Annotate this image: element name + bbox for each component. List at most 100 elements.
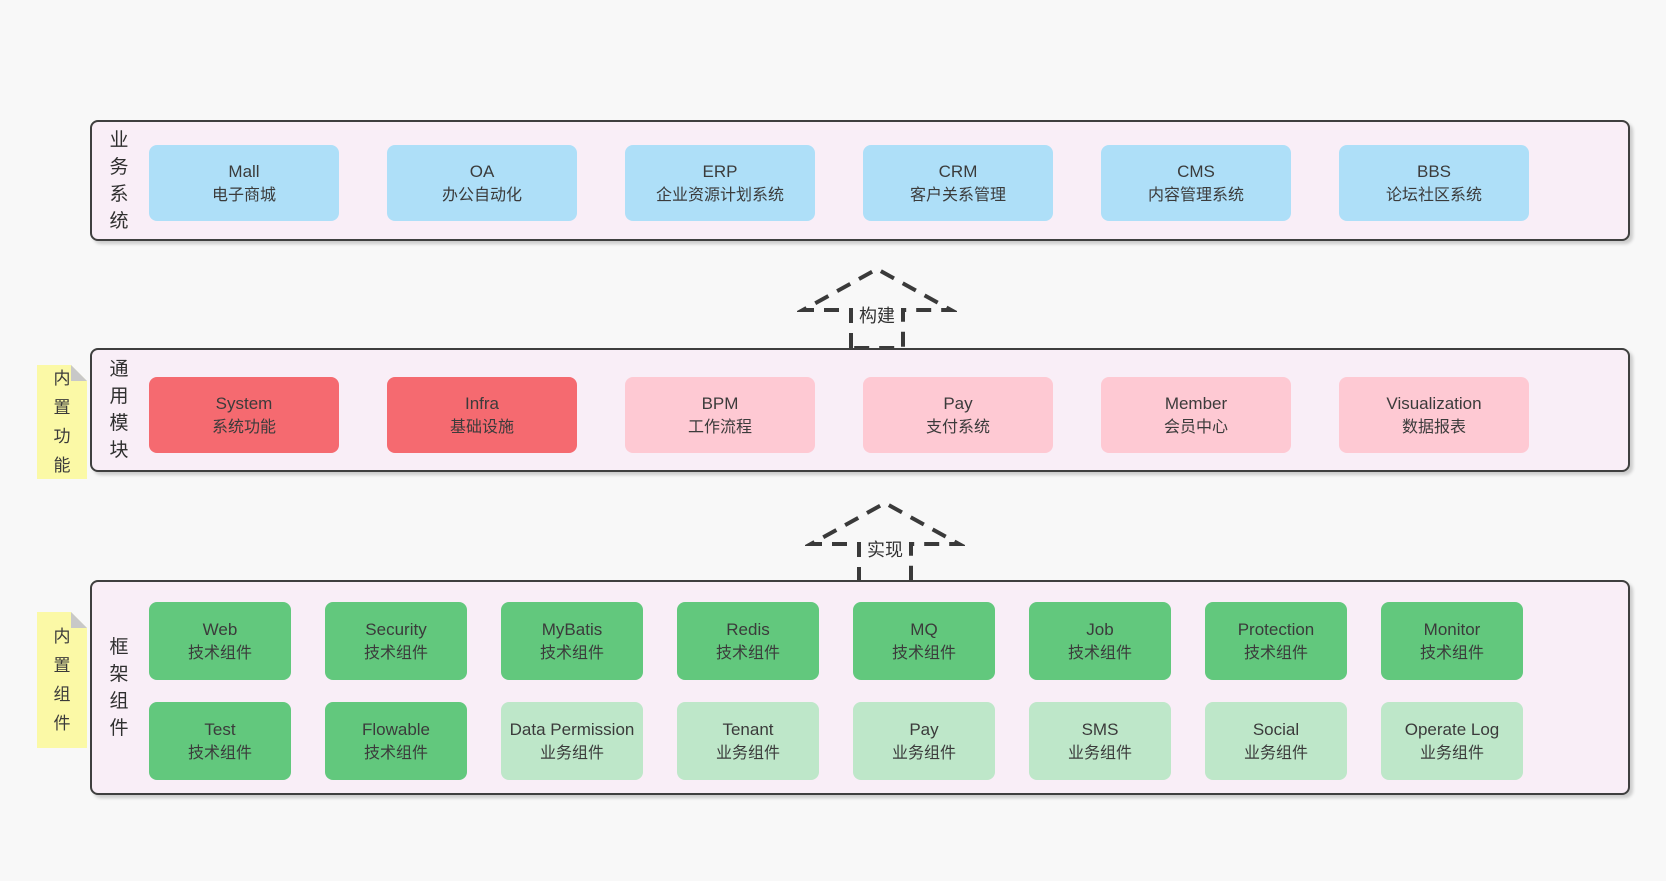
box-mall-zh: 电子商城 — [211, 186, 276, 204]
box-pay-component-zh: 业务组件 — [891, 744, 956, 762]
arrow-build-label: 构建 — [856, 305, 898, 327]
box-web-zh: 技术组件 — [187, 644, 252, 662]
box-test: Test 技术组件 — [149, 702, 291, 780]
box-erp-en: ERP — [702, 161, 738, 181]
box-security-en: Security — [365, 619, 427, 639]
box-bpm: BPM 工作流程 — [625, 377, 815, 453]
box-system-zh: 系统功能 — [211, 418, 276, 436]
box-job: Job 技术组件 — [1029, 602, 1171, 680]
box-visualization: Visualization 数据报表 — [1339, 377, 1529, 453]
box-infra-zh: 基础设施 — [449, 418, 514, 436]
box-social-zh: 业务组件 — [1243, 744, 1308, 762]
box-cms-en: CMS — [1177, 161, 1215, 181]
box-mybatis-en: MyBatis — [541, 619, 603, 639]
box-oa-zh: 办公自动化 — [441, 186, 522, 204]
box-system-en: System — [215, 393, 273, 413]
arrow-up-icon — [797, 266, 957, 350]
sticky-built-in-components-label: 内置组件 — [53, 627, 71, 733]
box-cms: CMS 内容管理系统 — [1101, 145, 1291, 221]
panel-business-systems: 业务系统 Mall 电子商城 OA 办公自动化 ERP 企业资源计划系统 CRM… — [90, 120, 1630, 241]
box-sms-zh: 业务组件 — [1067, 744, 1132, 762]
box-monitor: Monitor 技术组件 — [1381, 602, 1523, 680]
box-web: Web 技术组件 — [149, 602, 291, 680]
box-pay-module-zh: 支付系统 — [925, 418, 990, 436]
box-mq: MQ 技术组件 — [853, 602, 995, 680]
box-member: Member 会员中心 — [1101, 377, 1291, 453]
panel-components-label: 框架组件 — [109, 636, 129, 739]
business-box-row: Mall 电子商城 OA 办公自动化 ERP 企业资源计划系统 CRM 客户关系… — [149, 145, 1529, 221]
box-erp: ERP 企业资源计划系统 — [625, 145, 815, 221]
arrow-implement: 实现 — [805, 500, 965, 584]
box-infra-en: Infra — [464, 393, 500, 413]
box-system: System 系统功能 — [149, 377, 339, 453]
box-job-zh: 技术组件 — [1067, 644, 1132, 662]
box-operate-log: Operate Log 业务组件 — [1381, 702, 1523, 780]
box-visualization-zh: 数据报表 — [1401, 418, 1466, 436]
box-bbs-en: BBS — [1416, 161, 1452, 181]
box-member-en: Member — [1164, 393, 1228, 413]
arrow-build: 构建 — [797, 266, 957, 350]
box-pay-component-en: Pay — [909, 719, 939, 739]
box-redis-zh: 技术组件 — [715, 644, 780, 662]
box-mybatis: MyBatis 技术组件 — [501, 602, 643, 680]
components-row-1: Web 技术组件 Security 技术组件 MyBatis 技术组件 Redi… — [149, 602, 1523, 680]
box-mybatis-zh: 技术组件 — [539, 644, 604, 662]
box-crm-zh: 客户关系管理 — [909, 186, 1006, 204]
box-protection: Protection 技术组件 — [1205, 602, 1347, 680]
box-sms: SMS 业务组件 — [1029, 702, 1171, 780]
arrow-implement-label: 实现 — [864, 539, 906, 561]
box-cms-zh: 内容管理系统 — [1147, 186, 1244, 204]
box-crm: CRM 客户关系管理 — [863, 145, 1053, 221]
sticky-built-in-features: 内置功能 — [37, 365, 87, 479]
box-member-zh: 会员中心 — [1163, 418, 1228, 436]
box-pay-module: Pay 支付系统 — [863, 377, 1053, 453]
box-mall: Mall 电子商城 — [149, 145, 339, 221]
sticky-built-in-features-label: 内置功能 — [53, 369, 71, 475]
box-pay-module-en: Pay — [943, 393, 973, 413]
box-bpm-zh: 工作流程 — [687, 418, 752, 436]
box-data-permission: Data Permission 业务组件 — [501, 702, 643, 780]
box-flowable-zh: 技术组件 — [363, 744, 428, 762]
box-mq-zh: 技术组件 — [891, 644, 956, 662]
box-redis-en: Redis — [726, 619, 770, 639]
box-visualization-en: Visualization — [1386, 393, 1482, 413]
box-erp-zh: 企业资源计划系统 — [655, 186, 784, 204]
box-tenant-zh: 业务组件 — [715, 744, 780, 762]
box-redis: Redis 技术组件 — [677, 602, 819, 680]
box-test-en: Test — [204, 719, 236, 739]
box-social: Social 业务组件 — [1205, 702, 1347, 780]
box-tenant: Tenant 业务组件 — [677, 702, 819, 780]
modules-box-row: System 系统功能 Infra 基础设施 BPM 工作流程 Pay 支付系统… — [149, 377, 1529, 453]
box-protection-zh: 技术组件 — [1243, 644, 1308, 662]
sticky-built-in-components: 内置组件 — [37, 612, 87, 748]
box-oa-en: OA — [469, 161, 495, 181]
box-mq-en: MQ — [910, 619, 938, 639]
box-oa: OA 办公自动化 — [387, 145, 577, 221]
box-social-en: Social — [1252, 719, 1300, 739]
box-bbs-zh: 论坛社区系统 — [1385, 186, 1482, 204]
box-protection-en: Protection — [1237, 619, 1315, 639]
box-mall-en: Mall — [228, 161, 260, 181]
panel-modules-label: 通用模块 — [109, 359, 129, 461]
box-monitor-zh: 技术组件 — [1419, 644, 1484, 662]
box-flowable: Flowable 技术组件 — [325, 702, 467, 780]
arrow-up-icon — [805, 500, 965, 584]
box-operate-log-en: Operate Log — [1404, 719, 1500, 739]
box-security-zh: 技术组件 — [363, 644, 428, 662]
panel-business-label: 业务系统 — [109, 129, 129, 232]
box-web-en: Web — [202, 619, 238, 639]
box-security: Security 技术组件 — [325, 602, 467, 680]
box-operate-log-zh: 业务组件 — [1419, 744, 1484, 762]
box-tenant-en: Tenant — [722, 719, 774, 739]
box-job-en: Job — [1086, 619, 1114, 639]
box-crm-en: CRM — [938, 161, 978, 181]
box-test-zh: 技术组件 — [187, 744, 252, 762]
box-pay-component: Pay 业务组件 — [853, 702, 995, 780]
components-row-2: Test 技术组件 Flowable 技术组件 Data Permission … — [149, 702, 1523, 780]
box-data-permission-zh: 业务组件 — [539, 744, 604, 762]
box-monitor-en: Monitor — [1423, 619, 1481, 639]
box-sms-en: SMS — [1081, 719, 1119, 739]
box-infra: Infra 基础设施 — [387, 377, 577, 453]
box-bbs: BBS 论坛社区系统 — [1339, 145, 1529, 221]
